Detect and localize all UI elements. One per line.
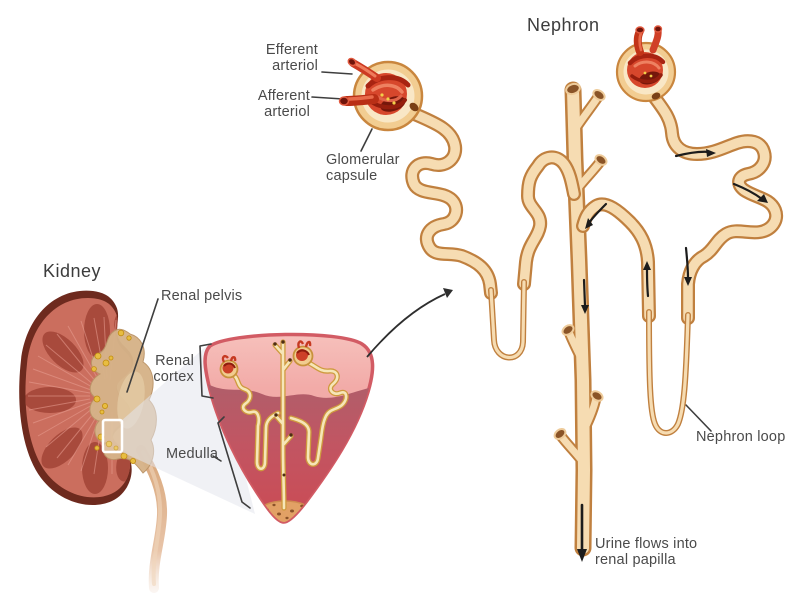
medulla-tick	[212, 455, 222, 462]
glomerulus-right	[615, 25, 677, 103]
right-nephron-loop	[646, 309, 691, 436]
label-urine-flow: Urine flows into renal papilla	[595, 536, 697, 568]
renal-pelvis-line	[126, 298, 159, 393]
nephron-title: Nephron	[527, 15, 600, 35]
label-glomerular-capsule: Glomerular capsule	[326, 152, 400, 184]
magnify-arrow	[366, 288, 453, 358]
duct-open-ends	[553, 82, 608, 440]
mini-glomerulus-left	[219, 354, 239, 379]
nephron-illustration	[338, 25, 784, 562]
pyramid-cross-section	[203, 332, 375, 524]
label-efferent-line2: arteriol	[272, 58, 318, 74]
flow-arrows	[577, 149, 768, 562]
label-renal-cortex: Renal cortex	[136, 353, 194, 385]
capsule-opening	[409, 102, 419, 112]
label-nephron-loop: Nephron loop	[696, 429, 786, 445]
label-renal-pelvis: Renal pelvis	[161, 288, 243, 304]
label-efferent-arteriol: Efferent arteriol	[252, 42, 318, 74]
renal-cortex-bracket	[199, 343, 214, 399]
right-arterioles	[633, 25, 663, 56]
label-afferent-line1: Afferent	[257, 88, 310, 104]
glomerulus-left	[338, 57, 424, 132]
zoom-box	[101, 418, 124, 454]
mini-glomerulus-right	[292, 340, 314, 367]
collecting-duct	[553, 81, 608, 557]
medulla-region	[208, 384, 369, 522]
label-medulla: Medulla	[166, 446, 219, 462]
kidney-title: Kidney	[43, 261, 102, 281]
label-urine-line1: Urine flows into	[595, 536, 698, 552]
label-glomerular-line1: Glomerular	[326, 152, 400, 168]
right-nephron-tubule	[576, 91, 784, 436]
label-renal-cortex-line2: cortex	[153, 369, 194, 385]
label-afferent-arteriol: Afferent arteriol	[244, 88, 310, 120]
mini-duct-dots	[273, 340, 293, 477]
label-efferent-line1: Efferent	[265, 42, 318, 58]
medulla-bracket	[217, 416, 251, 509]
afferent-line	[311, 96, 344, 100]
leader-lines	[126, 71, 712, 509]
label-renal-cortex-line1: Renal	[155, 353, 194, 369]
efferent-arteriole	[347, 57, 381, 82]
label-afferent-line2: arteriol	[264, 104, 310, 120]
kidney-illustration	[19, 290, 255, 593]
afferent-arteriole	[338, 94, 379, 106]
nephron-loop-line	[685, 404, 712, 432]
label-urine-line2: renal papilla	[595, 552, 676, 568]
fat-clusters	[91, 329, 136, 464]
glomerular-line	[360, 128, 373, 152]
capsule-opening	[651, 92, 661, 100]
left-nephron-tubule	[403, 105, 581, 361]
efferent-line	[321, 71, 353, 75]
left-nephron-loop	[488, 279, 527, 361]
mini-nephrons	[228, 339, 349, 511]
label-glomerular-line2: capsule	[326, 168, 378, 184]
